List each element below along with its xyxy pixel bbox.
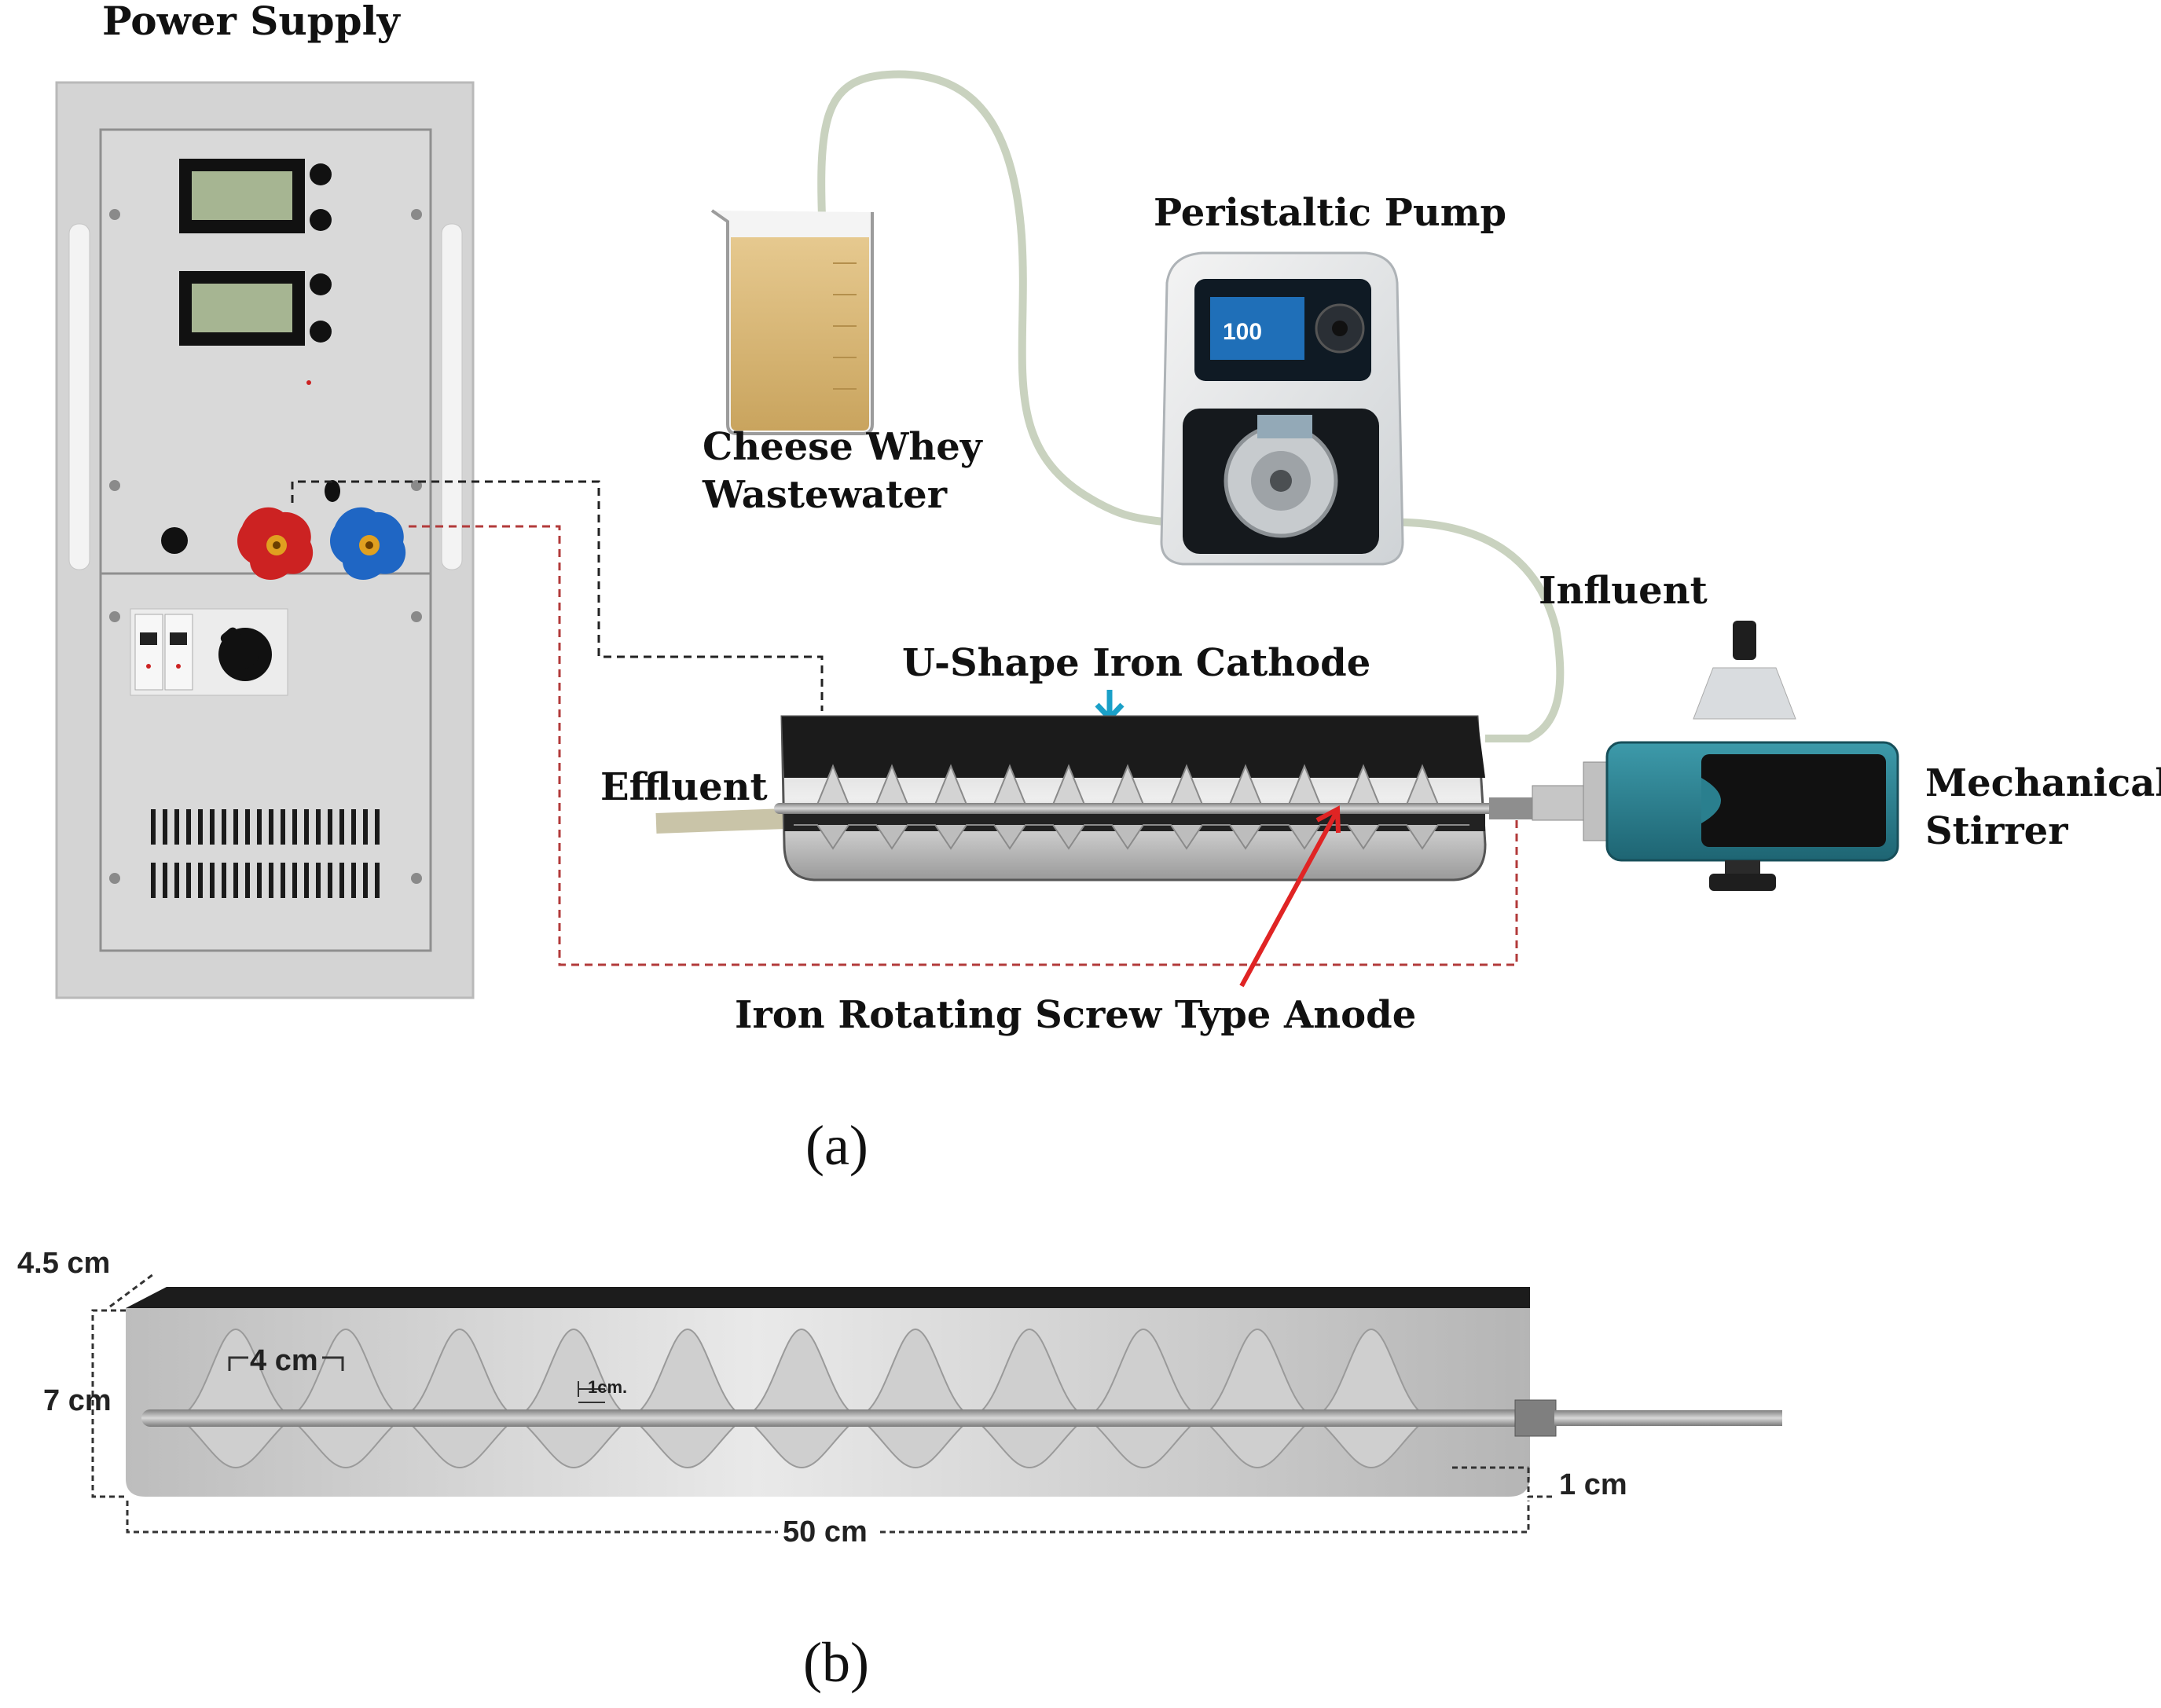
beaker-label-line1: Cheese Whey bbox=[703, 425, 984, 469]
panel-b-caption: (b) bbox=[803, 1631, 869, 1694]
left-handle bbox=[68, 223, 90, 570]
blade-dimension-bracket bbox=[578, 1381, 605, 1403]
power-supply-label: Power Supply bbox=[102, 0, 402, 44]
anode-pointer-arrow bbox=[1239, 805, 1341, 988]
beaker bbox=[710, 209, 874, 435]
shaft-coupling-b bbox=[1514, 1399, 1557, 1437]
panel-b: 4.5 cm 7 cm 4 cm 1cm. 50 cm 1 cm (b) bbox=[17, 1247, 1782, 1694]
cathode-wire bbox=[291, 480, 824, 711]
length-dimension-line bbox=[126, 1501, 1530, 1534]
power-knob[interactable] bbox=[161, 527, 188, 554]
pump-label: Peristaltic Pump bbox=[1154, 191, 1506, 235]
anode-label: Iron Rotating Screw Type Anode bbox=[735, 993, 1416, 1037]
reactor-a bbox=[774, 715, 1532, 881]
power-supply: Power Supply bbox=[55, 0, 475, 999]
pump-display-value: 100 bbox=[1223, 319, 1262, 345]
blade-dimension-label: 1cm. bbox=[588, 1377, 627, 1397]
anode-wire bbox=[409, 525, 1518, 966]
height-dimension-line bbox=[91, 1309, 126, 1498]
pump-display-screen bbox=[1210, 297, 1304, 360]
screw-shaft-b bbox=[141, 1409, 1524, 1427]
blue-terminal[interactable] bbox=[330, 507, 406, 580]
circuit-breakers[interactable] bbox=[130, 608, 288, 696]
beaker-label-line2: Wastewater bbox=[702, 473, 948, 517]
influent-label: Influent bbox=[1539, 569, 1708, 613]
red-terminal[interactable] bbox=[237, 507, 314, 580]
pitch-dimension-bracket bbox=[228, 1356, 344, 1371]
switch-button[interactable] bbox=[325, 480, 340, 502]
panel-a: Power Supply bbox=[55, 0, 2161, 1177]
wastewater-liquid bbox=[731, 237, 869, 431]
current-meter bbox=[179, 271, 332, 346]
tubing-beaker-to-pump bbox=[817, 70, 1172, 526]
tubing-effluent bbox=[655, 808, 787, 834]
stirrer-label-line1: Mechanical bbox=[1925, 761, 2161, 805]
screw-anode-b bbox=[186, 1328, 1421, 1469]
screw-anode-a bbox=[774, 764, 1509, 850]
clearance-dimension-label: 1 cm bbox=[1559, 1468, 1627, 1501]
trough-top-face bbox=[126, 1287, 1530, 1308]
pitch-dimension-label: 4 cm bbox=[250, 1344, 318, 1377]
height-dimension-label: 7 cm bbox=[43, 1384, 112, 1417]
drive-shaft-b bbox=[1554, 1410, 1782, 1426]
effluent-label: Effluent bbox=[600, 765, 768, 809]
peristaltic-pump: Peristaltic Pump 100 bbox=[1154, 191, 1506, 566]
ventilation-grille bbox=[151, 809, 380, 898]
length-dimension-label: 50 cm bbox=[783, 1516, 868, 1549]
clearance-dimension-line bbox=[1452, 1466, 1556, 1498]
panel-a-caption: (a) bbox=[805, 1114, 868, 1177]
voltage-meter bbox=[179, 159, 332, 233]
mechanical-stirrer bbox=[1532, 621, 1899, 891]
right-handle bbox=[441, 223, 463, 570]
tubing-influent bbox=[1382, 518, 1565, 742]
shaft-coupling-a bbox=[1489, 797, 1532, 819]
cathode-pointer-arrow bbox=[1095, 690, 1125, 723]
stirrer-label-line2: Stirrer bbox=[1925, 809, 2068, 853]
depth-dimension-label: 4.5 cm bbox=[17, 1247, 110, 1280]
cathode-label: U-Shape Iron Cathode bbox=[902, 641, 1370, 685]
